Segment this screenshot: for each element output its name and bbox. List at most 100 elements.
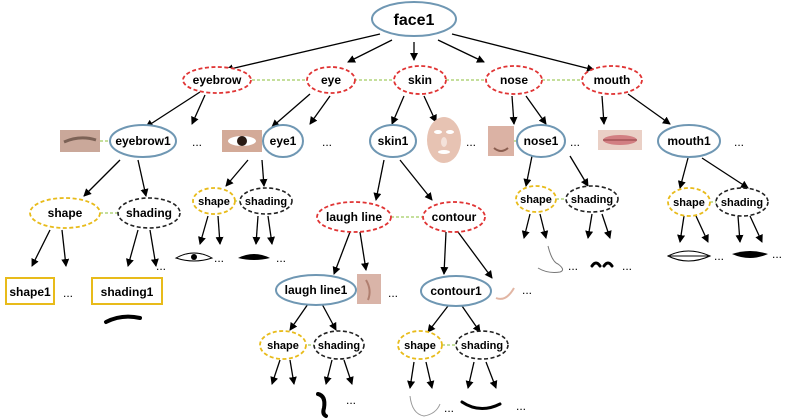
mouth1-label: mouth1 bbox=[667, 134, 711, 148]
shading1-label: shading1 bbox=[101, 285, 154, 299]
node-laugh-line: laugh line bbox=[316, 201, 392, 233]
eyebrow-shading-stroke bbox=[104, 314, 142, 324]
laugh-line1-label: laugh line1 bbox=[285, 283, 348, 297]
eye1-label: eye1 bbox=[270, 134, 297, 148]
edge-mouth1-shape bbox=[677, 157, 689, 189]
nose-shape-label: shape bbox=[520, 194, 552, 206]
laugh-shading-sketch bbox=[316, 392, 328, 418]
laugh-line-photo bbox=[357, 274, 381, 304]
edge-skin1-contour bbox=[399, 159, 433, 201]
node-laugh-shading: shading bbox=[313, 330, 365, 360]
edge-shading-dots bbox=[149, 229, 159, 267]
ellipsis-eye-shading: ... bbox=[276, 251, 286, 265]
node-contour-shading: shading bbox=[455, 330, 509, 360]
edge-skin-photo bbox=[423, 95, 437, 123]
edge-shading-shading1 bbox=[126, 229, 139, 267]
edge-eyeshape-2 bbox=[215, 215, 224, 245]
edge-noseshading-1 bbox=[585, 213, 594, 239]
edge-eyeshading-1 bbox=[252, 215, 261, 245]
node-mouth-shading: shading bbox=[715, 187, 769, 217]
edge-shape-shape1 bbox=[31, 229, 51, 267]
contour-label: contour bbox=[432, 210, 477, 224]
nose-photo bbox=[488, 126, 514, 156]
node-mouth: mouth bbox=[581, 65, 643, 95]
node-eye1: eye1 bbox=[262, 124, 304, 158]
edge-lshape-2 bbox=[288, 359, 297, 385]
edge-face-mouth bbox=[451, 33, 595, 73]
edge-cshape-2 bbox=[425, 361, 435, 389]
node-shape1: shape1 bbox=[5, 277, 55, 305]
skin1-label: skin1 bbox=[378, 134, 409, 148]
laugh-line-label: laugh line bbox=[326, 210, 382, 224]
eye-label: eye bbox=[321, 73, 341, 87]
eye-photo bbox=[222, 130, 262, 152]
nose-shading-sketch bbox=[590, 261, 614, 268]
edge-nose-nose1 bbox=[525, 95, 547, 125]
node-nose: nose bbox=[485, 65, 543, 95]
ellipsis-skin1: ... bbox=[466, 135, 476, 149]
ellipsis-nose-shading: ... bbox=[622, 259, 632, 273]
edge-mouth-photo bbox=[599, 95, 608, 125]
edge-lshape-1 bbox=[270, 359, 281, 385]
eye-shape-label: shape bbox=[198, 196, 230, 208]
ellipsis-contour-shape: ... bbox=[444, 401, 454, 415]
contour-photo bbox=[495, 287, 515, 300]
edge-mouthshape-1 bbox=[677, 215, 686, 243]
ellipsis-contour1: ... bbox=[522, 283, 532, 297]
contour-shape-sketch bbox=[409, 395, 441, 417]
laugh-shading-label: shading bbox=[318, 340, 360, 352]
ellipsis-nose-shape: ... bbox=[568, 259, 578, 273]
contour-shape-label: shape bbox=[404, 340, 436, 352]
ellipsis-mouth1: ... bbox=[734, 135, 744, 149]
edge-shape-dots bbox=[61, 229, 70, 267]
contour-shading-sketch bbox=[460, 400, 502, 410]
ellipsis-eye-shape: ... bbox=[214, 251, 224, 265]
ellipsis-eye1: ... bbox=[322, 135, 332, 149]
edge-skin-skin1 bbox=[391, 95, 405, 125]
edge-cshape-1 bbox=[407, 361, 416, 389]
ellipsis-nose1: ... bbox=[570, 135, 580, 149]
ellipsis-contour-shading: ... bbox=[516, 399, 526, 413]
mouth-shading-label: shading bbox=[721, 197, 763, 209]
edge-nose1-shading bbox=[569, 155, 589, 187]
node-contour-shape: shape bbox=[397, 330, 443, 360]
node-shading1: shading1 bbox=[91, 277, 163, 305]
nose-shading-label: shading bbox=[571, 194, 613, 206]
ellipsis-shape1: ... bbox=[63, 286, 73, 300]
edge-nose1-shape bbox=[523, 155, 533, 187]
face1-label: face1 bbox=[394, 12, 435, 29]
skin-face-photo bbox=[427, 117, 461, 163]
edge-laughline-2 bbox=[359, 231, 369, 271]
edge-noseshading-2 bbox=[601, 213, 612, 239]
edge-eyebrow1-shading bbox=[137, 159, 149, 197]
node-eyebrow-shape: shape bbox=[29, 197, 101, 229]
mouth-label: mouth bbox=[594, 73, 631, 87]
edge-contour1-shape bbox=[427, 305, 449, 333]
edge-contour-1 bbox=[440, 231, 449, 275]
nose-shape-sketch bbox=[537, 245, 564, 273]
edge-contour1-shading bbox=[461, 305, 481, 333]
eyebrow-label: eyebrow bbox=[193, 73, 242, 87]
edge-mouth-mouth1 bbox=[627, 93, 671, 125]
edge-face-eyebrow bbox=[225, 33, 381, 73]
contour-shading-label: shading bbox=[461, 340, 503, 352]
nose-label: nose bbox=[500, 73, 528, 87]
edge-mouthshape-2 bbox=[695, 215, 709, 243]
ellipsis-eyebrow1: ... bbox=[192, 135, 202, 149]
edge-noseshape-1 bbox=[521, 213, 531, 239]
ellipsis-laugh-shading: ... bbox=[346, 393, 356, 407]
edge-mouthshading-1 bbox=[735, 215, 744, 243]
shape1-label: shape1 bbox=[9, 285, 51, 299]
node-face1: face1 bbox=[371, 1, 457, 37]
node-laugh-shape: shape bbox=[259, 330, 307, 360]
node-nose-shading: shading bbox=[565, 185, 619, 213]
edge-eye1-shading bbox=[259, 159, 268, 187]
eye-shading-sketch bbox=[238, 254, 270, 260]
node-eye-shading: shading bbox=[239, 187, 293, 215]
eyebrow-shape-label: shape bbox=[48, 206, 83, 220]
mouth-shading-sketch bbox=[732, 251, 768, 258]
edge-nose-photo bbox=[509, 95, 518, 125]
edge-laughline1-shape bbox=[289, 303, 309, 331]
mouth-photo bbox=[598, 130, 642, 150]
